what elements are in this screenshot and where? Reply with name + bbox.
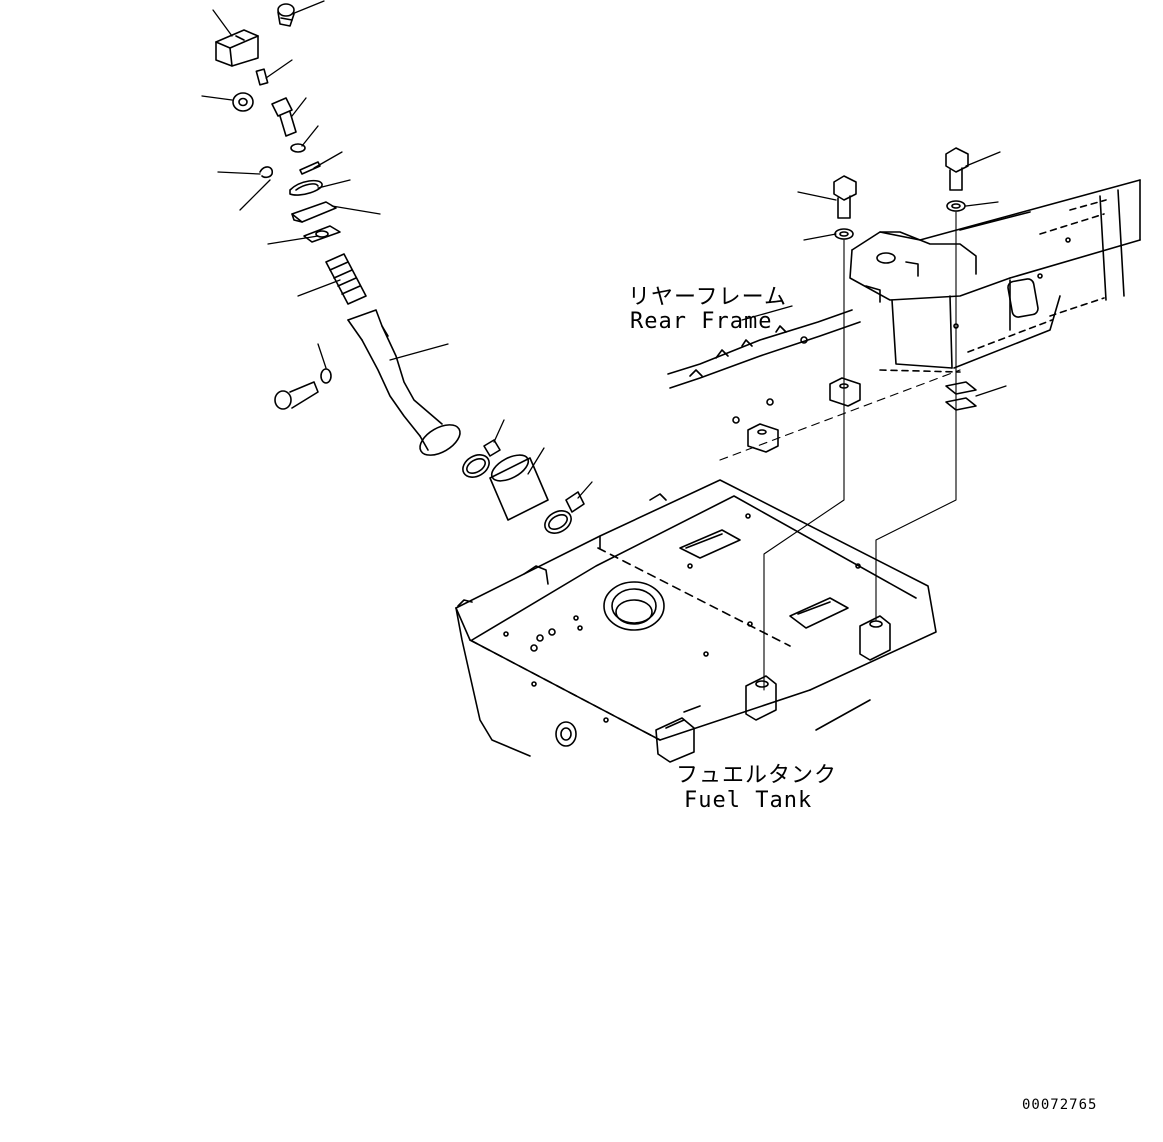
- frame-bolt-2: [945, 147, 969, 191]
- fuel-tank-label-jp: フュエルタンク: [676, 763, 838, 788]
- drawing-number: 00072765: [1022, 1097, 1098, 1113]
- bolt-side: [274, 381, 319, 410]
- washer-small: [290, 143, 306, 153]
- bracket-plate: [291, 201, 337, 223]
- clip: [259, 166, 274, 179]
- frame-bolt-1: [833, 175, 857, 219]
- spacer-blocks: [732, 377, 861, 453]
- hose: [489, 454, 549, 521]
- pin: [299, 161, 321, 175]
- hose-clamp-2: [544, 491, 585, 534]
- washer-side: [320, 368, 332, 384]
- leader-lines-left: [201, 0, 593, 499]
- fuel-tank-label-en: Fuel Tank: [684, 788, 813, 813]
- rear-frame-rail: [667, 309, 961, 389]
- strainer: [325, 253, 367, 305]
- gasket-ring: [289, 179, 323, 196]
- frame-washer-1: [834, 228, 854, 240]
- flange-plate: [303, 225, 341, 243]
- rear-frame-label-en: Rear Frame: [630, 309, 773, 334]
- nut: [232, 92, 254, 112]
- rear-frame: [849, 179, 1141, 369]
- fuel-cap: [215, 29, 259, 67]
- cap-bolt: [277, 3, 295, 27]
- shim-plates: [945, 381, 977, 411]
- rear-frame-label-jp: リヤーフレーム: [628, 285, 788, 310]
- alignment-lines: [719, 211, 961, 691]
- leader-lines-right: [741, 151, 1007, 397]
- frame-washer-2: [946, 200, 966, 212]
- filler-pipe: [347, 309, 461, 456]
- small-stud: [255, 68, 269, 86]
- bolt-upper: [271, 97, 297, 137]
- hose-clamp-1: [462, 439, 501, 478]
- fuel-tank: [455, 479, 937, 763]
